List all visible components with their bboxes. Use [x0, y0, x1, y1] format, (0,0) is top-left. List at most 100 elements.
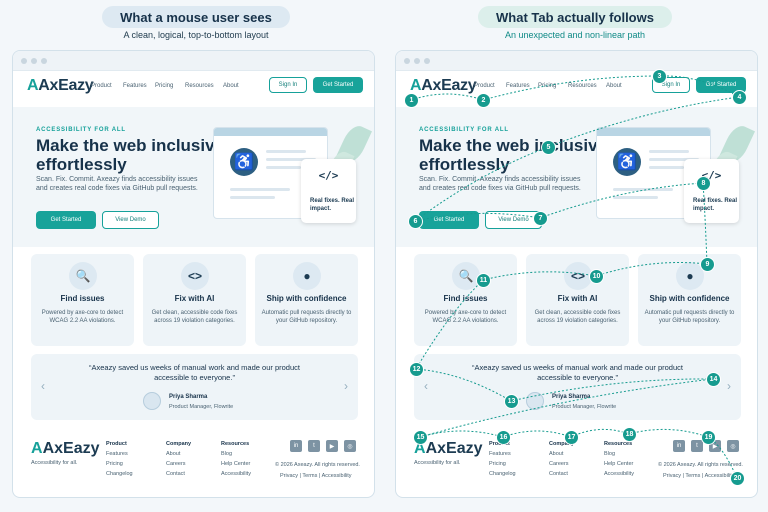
footer-col-title: Product [106, 441, 127, 447]
accessibility-icon: ♿ [230, 148, 258, 176]
copyright: © 2026 Axeazy. All rights reserved. [658, 462, 743, 468]
tab-view-title: What Tab actually follows [478, 6, 672, 28]
window-dot-icon [31, 58, 37, 64]
hero-headline: Make the web inclusive, effortlessly [419, 136, 612, 174]
placeholder-line [230, 188, 290, 191]
footer-logo[interactable]: AAxEazy [414, 440, 483, 457]
code-card: </> Real fixes. Real impact. [684, 159, 739, 223]
footer-link[interactable]: Careers [549, 461, 569, 467]
nav-link-3[interactable]: Resources [568, 83, 597, 89]
nav-link-3[interactable]: Resources [185, 83, 214, 89]
accessibility-icon: ♿ [613, 148, 641, 176]
eyebrow: ACCESSIBILITY FOR ALL [419, 127, 509, 133]
nav-link-1[interactable]: Features [506, 83, 530, 89]
footer-link[interactable]: Contact [549, 471, 568, 477]
testimonial-quote: “Axeazy saved us weeks of manual work an… [89, 363, 300, 382]
feature-card[interactable]: <> Fix with AI Get clean, accessible cod… [526, 254, 629, 346]
avatar [526, 392, 544, 410]
hero-get-started-button[interactable]: Get Started [36, 211, 96, 229]
feature-card[interactable]: <> Fix with AI Get clean, accessible cod… [143, 254, 246, 346]
footer-link[interactable]: Help Center [221, 461, 251, 467]
logo[interactable]: AAxEazy [410, 77, 477, 94]
footer-link[interactable]: Pricing [106, 461, 123, 467]
code-icon: </> [701, 169, 722, 182]
twitter-icon[interactable]: t [308, 440, 320, 452]
nav-link-0[interactable]: Product [91, 83, 112, 89]
nav-link-4[interactable]: About [223, 83, 239, 89]
footer-tagline: Accessibility for all. [31, 460, 78, 466]
feature-card[interactable]: ● Ship with confidence Automatic pull re… [255, 254, 358, 346]
feature-card[interactable]: 🔍 Find issues Powered by axe-core to det… [414, 254, 517, 346]
linkedin-icon[interactable]: in [290, 440, 302, 452]
site-nav: AAxEazy Product Features Pricing Resources A… [396, 71, 757, 107]
browser-bar [396, 51, 757, 71]
feature-card[interactable]: 🔍 Find issues Powered by axe-core to det… [31, 254, 134, 346]
nav-link-2[interactable]: Pricing [155, 83, 174, 89]
feature-desc: Automatic pull requests directly to your… [261, 310, 352, 324]
sign-in-button[interactable]: Sign In [269, 77, 307, 93]
footer-logo[interactable]: AAxEazy [31, 440, 100, 457]
code-card-text: Real fixes. Real impact. [693, 198, 738, 212]
feature-title: Find issues [60, 294, 105, 303]
hero-headline: Make the web inclusive, effortlessly [36, 136, 229, 174]
footer-link[interactable]: About [549, 451, 564, 457]
footer-link[interactable]: Blog [604, 451, 616, 457]
site-nav: AAxEazy Product Features Pricing Resources A… [13, 71, 374, 107]
feature-desc: Automatic pull requests directly to your… [644, 310, 735, 324]
linkedin-icon[interactable]: in [673, 440, 685, 452]
footer: AAxEazy Accessibility for all. Product F… [13, 431, 374, 497]
footer-link[interactable]: Changelog [106, 471, 133, 477]
footer-link[interactable]: Features [489, 451, 511, 457]
instagram-icon[interactable]: ◎ [727, 440, 739, 452]
footer-link[interactable]: Help Center [604, 461, 634, 467]
footer-link[interactable]: Features [106, 451, 128, 457]
nav-link-4[interactable]: About [606, 83, 622, 89]
browser-bar [13, 51, 374, 71]
testimonial-role: Product Manager, Flowrite [169, 404, 234, 410]
twitter-icon[interactable]: t [691, 440, 703, 452]
chevron-right-icon[interactable]: › [344, 379, 348, 393]
footer-link[interactable]: Accessibility [604, 471, 634, 477]
tab-view-subtitle: An unexpected and non-linear path [504, 30, 646, 40]
chevron-left-icon[interactable]: ‹ [41, 379, 45, 393]
footer-link[interactable]: Changelog [489, 471, 516, 477]
instagram-icon[interactable]: ◎ [344, 440, 356, 452]
footer-link[interactable]: About [166, 451, 181, 457]
footer-logo-text: AxEazy [42, 440, 100, 457]
tab-order-badge: 7 [533, 211, 548, 226]
feature-card[interactable]: ● Ship with confidence Automatic pull re… [638, 254, 741, 346]
testimonial: ‹ › “Axeazy saved us weeks of manual wor… [31, 354, 358, 420]
mouse-view-subtitle: A clean, logical, top-to-bottom layout [123, 30, 269, 40]
feature-desc: Powered by axe-core to detect WCAG 2.2 A… [41, 310, 124, 324]
tab-order-badge: 10 [589, 269, 604, 284]
placeholder-line [613, 196, 658, 199]
footer-link[interactable]: Careers [166, 461, 186, 467]
search-icon: 🔍 [452, 262, 480, 290]
placeholder-line [649, 166, 684, 169]
tab-order-badge: 2 [476, 93, 491, 108]
footer-link[interactable]: Contact [166, 471, 185, 477]
legal-links[interactable]: Privacy | Terms | Accessibility [663, 473, 735, 479]
footer-link[interactable]: Blog [221, 451, 233, 457]
nav-get-started-button[interactable]: Get Started [313, 77, 363, 93]
footer-link[interactable]: Accessibility [221, 471, 251, 477]
legal-links[interactable]: Privacy | Terms | Accessibility [280, 473, 352, 479]
logo[interactable]: AAxEazy [27, 77, 94, 94]
footer-link[interactable]: Pricing [489, 461, 506, 467]
nav-link-0[interactable]: Product [474, 83, 495, 89]
chevron-right-icon[interactable]: › [727, 379, 731, 393]
view-demo-button[interactable]: View Demo [102, 211, 159, 229]
logo-text: AxEazy [38, 77, 94, 94]
chevron-left-icon[interactable]: ‹ [424, 379, 428, 393]
youtube-icon[interactable]: ▶ [326, 440, 338, 452]
tab-order-badge: 9 [700, 257, 715, 272]
nav-link-1[interactable]: Features [123, 83, 147, 89]
nav-link-2[interactable]: Pricing [538, 83, 557, 89]
hero-get-started-button[interactable]: Get Started [419, 211, 479, 229]
tab-order-badge: 18 [622, 427, 637, 442]
